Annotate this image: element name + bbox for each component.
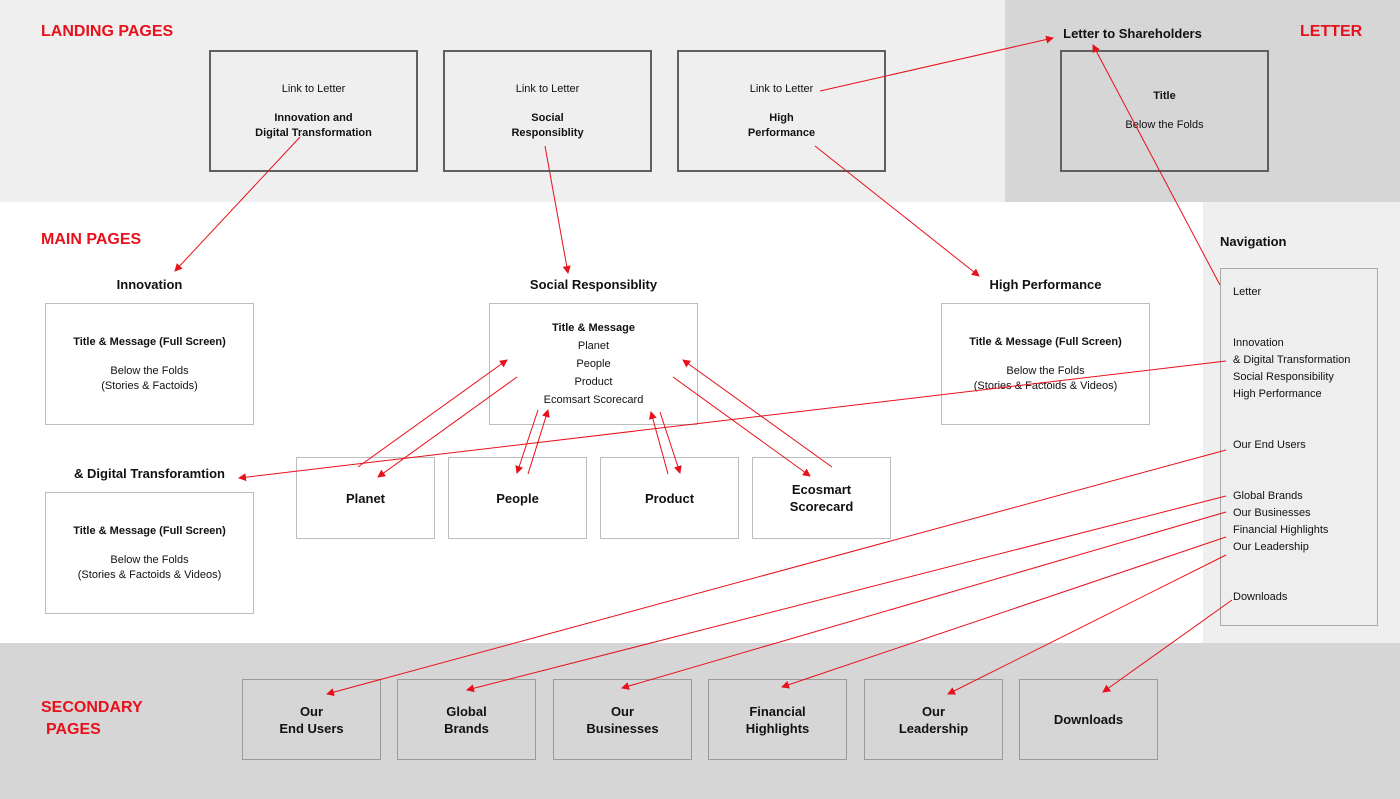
secondary-band [0,643,1400,799]
social-item: Planet [577,340,610,352]
secondary-label: Our [299,703,324,719]
subpage-people[interactable]: People [448,457,587,539]
high-performance-box[interactable]: Title & Message (Full Screen) Below the F… [941,303,1150,425]
secondary-label: Our [610,703,635,719]
box-line: Below the Folds [110,364,189,377]
connector-arrow [357,359,508,468]
nav-item-social-responsibility[interactable]: Social Responsibility [1233,371,1334,383]
social-heading: Social Responsiblity [529,277,658,292]
secondary-label: Downloads [1053,712,1124,727]
social-item: Ecomsart Scorecard [543,394,644,406]
landing-title: Social [531,111,564,124]
box-title: Title & Message [552,322,635,334]
secondary-label-line2: PAGES [46,721,101,738]
innovation-box[interactable]: Title & Message (Full Screen) Below the F… [45,303,254,425]
box-line: (Stories & Factoids) [101,379,198,392]
subpage-label: Planet [345,490,385,506]
nav-item-our-businesses[interactable]: Our Businesses [1233,507,1311,519]
landing-title: Responsiblity [511,126,584,139]
nav-item-downloads[interactable]: Downloads [1233,591,1288,603]
subpage-label: Product [644,490,695,506]
digital-heading: & Digital Transforamtion [74,466,225,481]
secondary-label: Leadership [898,720,969,736]
box-title: Title & Message (Full Screen) [73,524,226,537]
link-to-letter[interactable]: Link to Letter [281,82,346,95]
nav-item-digital-transformation[interactable]: & Digital Transformation [1233,354,1351,366]
digital-box[interactable]: Title & Message (Full Screen) Below the F… [45,492,254,614]
nav-item-innovation[interactable]: Innovation [1233,337,1284,349]
social-item: People [576,358,611,370]
nav-item-our-end-users[interactable]: Our End Users [1233,439,1306,451]
landing-title: Digital Transformation [255,126,372,139]
letter-title: Title [1153,90,1176,102]
navigation-heading: Navigation [1220,234,1287,249]
subpage-label: Ecosmart [791,482,852,497]
secondary-pages-label: SECONDARY PAGES [41,697,143,741]
secondary-label: Our [921,703,946,719]
secondary-label: End Users [279,720,344,736]
secondary-label: Financial [749,703,806,719]
subpage-product[interactable]: Product [600,457,739,539]
box-line: Below the Folds [1006,364,1085,377]
box-line: (Stories & Factoids & Videos) [973,379,1118,392]
landing-title: High [769,111,794,124]
box-title: Title & Message (Full Screen) [969,335,1122,348]
box-line: Below the Folds [110,553,189,566]
landing-title: Innovation and [274,111,353,124]
letter-subtitle: Below the Folds [1125,119,1204,131]
main-pages-label: MAIN PAGES [41,231,142,248]
connector-arrow [682,359,833,468]
link-to-letter[interactable]: Link to Letter [515,82,580,95]
landing-pages-label: LANDING PAGES [41,23,174,40]
innovation-heading: Innovation [116,277,183,292]
landing-title: Performance [747,126,816,139]
box-line: (Stories & Factoids & Videos) [77,568,222,581]
secondary-label: Global [446,703,487,719]
secondary-label-line1: SECONDARY [41,699,143,716]
secondary-label: Brands [444,720,489,736]
nav-item-our-leadership[interactable]: Our Leadership [1233,541,1309,553]
letter-heading: Letter to Shareholders [1063,26,1202,41]
subpage-label: People [496,490,539,506]
social-item: Product [574,376,613,388]
nav-item-high-performance[interactable]: High Performance [1233,388,1322,400]
secondary-downloads[interactable]: Downloads [1019,679,1158,760]
subpage-planet[interactable]: Planet [296,457,435,539]
letter-label: LETTER [1300,23,1363,40]
high-performance-heading: High Performance [989,277,1102,292]
box-title: Title & Message (Full Screen) [73,335,226,348]
nav-item-letter[interactable]: Letter [1233,286,1262,298]
secondary-label: Highlights [745,720,810,736]
nav-item-financial-highlights[interactable]: Financial Highlights [1233,524,1329,536]
secondary-label: Businesses [586,720,659,736]
nav-item-global-brands[interactable]: Global Brands [1233,490,1303,502]
navigation-panel: Letter Innovation & Digital Transformati… [1220,268,1378,626]
link-to-letter[interactable]: Link to Letter [749,82,814,95]
subpage-label: Scorecard [789,499,854,514]
